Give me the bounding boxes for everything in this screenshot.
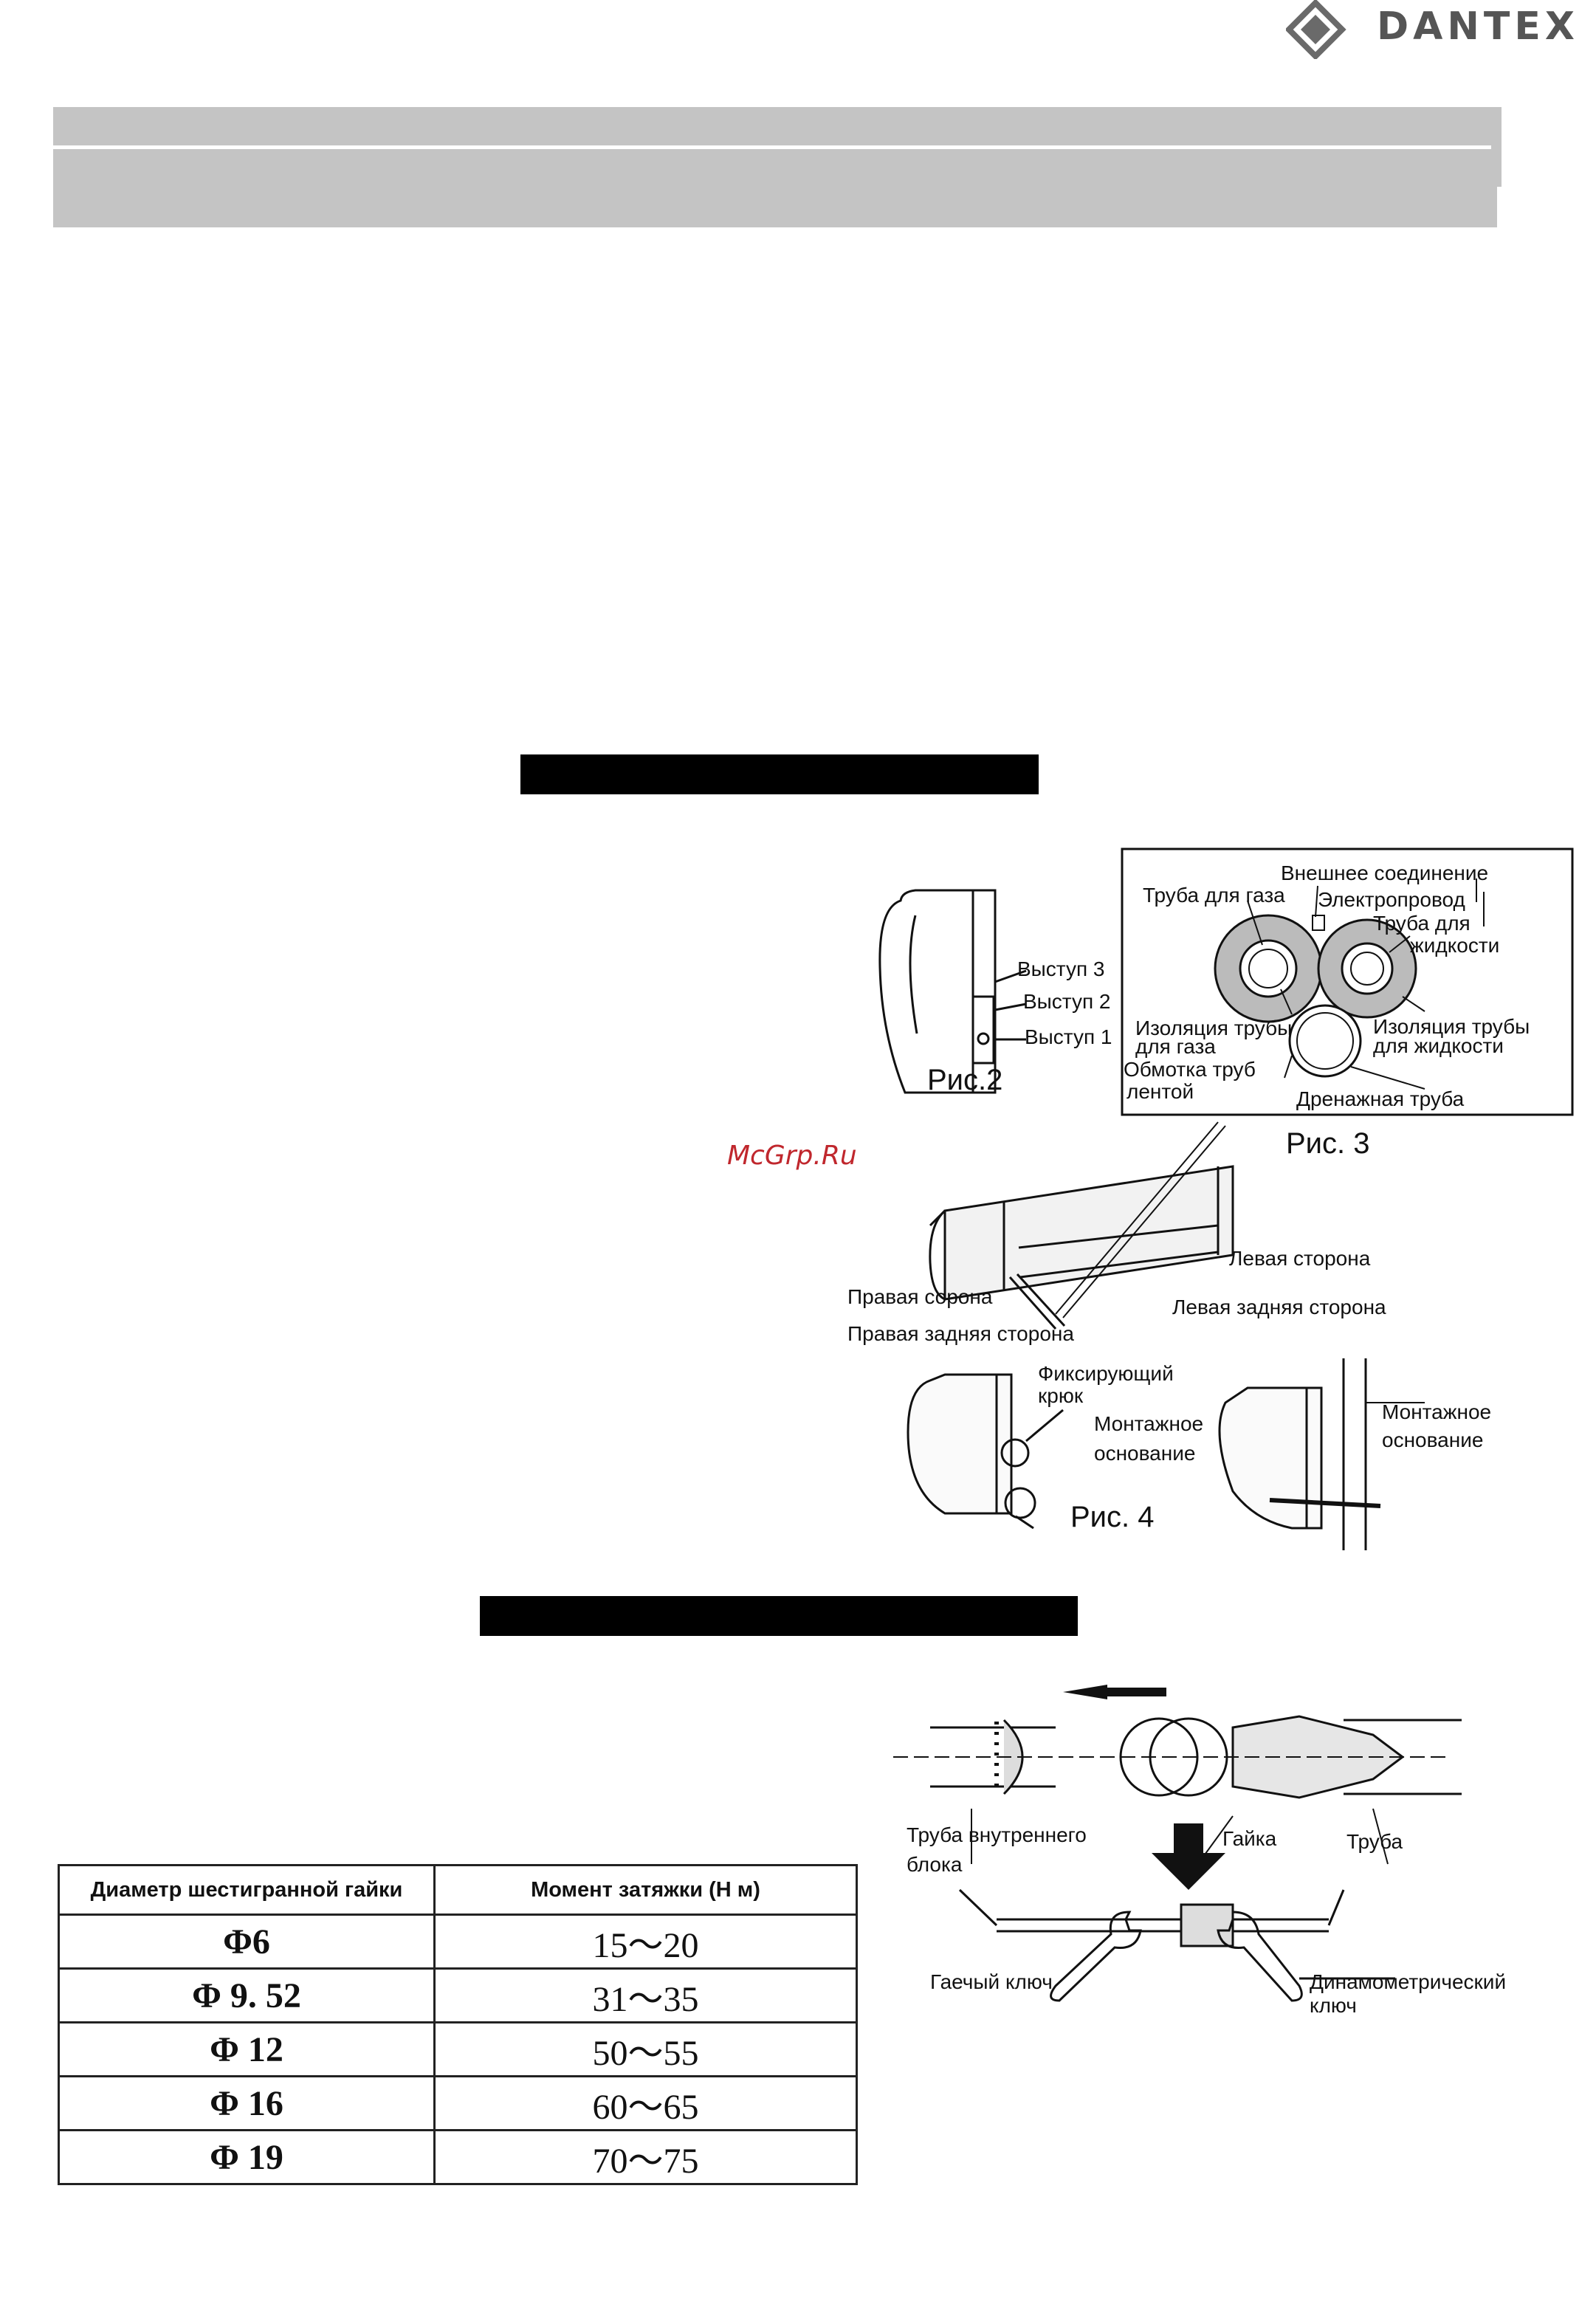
fig4-caption: Рис. 4: [1070, 1501, 1155, 1533]
fig2-label-2: Выступ 2: [1023, 990, 1110, 1013]
fig4-base-right-2: основание: [1382, 1428, 1483, 1451]
unit-right-rear-side: Правая задняя сторона: [847, 1322, 1074, 1345]
unit-right-side: Правая сорона: [847, 1285, 993, 1308]
fig3-leader-lines: [1247, 878, 1485, 1090]
fig2-unit-drawing: [878, 889, 1027, 1094]
fig2-caption: Рис.2: [927, 1064, 1002, 1096]
fig3-liquid-insulation-1: Изоляция трубы: [1373, 1015, 1530, 1038]
torque-header-torque: Момент затяжки (Н м): [433, 1864, 858, 1916]
diamond-logo-icon: [1286, 0, 1346, 59]
fig3-frame: [1121, 847, 1574, 1116]
diameter-cell: Φ 19: [58, 2129, 436, 2185]
diameter-cell: Φ6: [58, 1913, 436, 1970]
fig3-liquid-pipe-2: жидкости: [1410, 934, 1499, 957]
arrow-left-shaft: [1107, 1688, 1166, 1696]
brand-logo: [1286, 0, 1346, 59]
torque-header-diameter: Диаметр шестигранной гайки: [58, 1864, 436, 1916]
fig3-tape-2: лентой: [1127, 1080, 1194, 1103]
torque-cell: 31～35: [433, 1967, 858, 2023]
section-bar-1: [520, 754, 1039, 794]
brand-name: DANTEX: [1377, 4, 1580, 49]
header-band-bottom: [53, 149, 1497, 227]
fig5-indoor-pipe-1: Труба внутреннего: [907, 1823, 1087, 1846]
fig2-label-1: Выступ 3: [1017, 957, 1104, 980]
torque-cell: 15～20: [433, 1913, 858, 1970]
unit-rear-drawing: [929, 1121, 1234, 1330]
fig3-liquid-insulation-2: для жидкости: [1373, 1034, 1504, 1057]
table-row: Φ6 15～20: [58, 1913, 858, 1970]
table-row: Φ 16 60～65: [58, 2075, 858, 2131]
torque-cell: 60～65: [433, 2075, 858, 2131]
table-row: Φ 12 50～55: [58, 2021, 858, 2077]
fig4-left-unit-drawing: [907, 1373, 1064, 1530]
fig3-drain: Дренажная труба: [1296, 1087, 1465, 1110]
fig5-torque-wrench-1: Динамометрический: [1310, 1970, 1506, 1993]
diameter-cell: Φ 9. 52: [58, 1967, 436, 2023]
fig4-base-left-1: Монтажное: [1094, 1412, 1203, 1435]
header-band-tab: [1491, 145, 1502, 187]
arrow-left-icon: [1063, 1685, 1107, 1699]
table-row: Φ 9. 52 31～35: [58, 1967, 858, 2023]
fig3-gas-pipe: Труба для газа: [1143, 884, 1285, 907]
fig4-hook-2: крюк: [1038, 1384, 1084, 1407]
fig5-indoor-pipe-2: блока: [907, 1853, 963, 1876]
torque-table-header: Диаметр шестигранной гайки Момент затяжк…: [58, 1864, 858, 1916]
fig5-pipe: Труба: [1346, 1830, 1403, 1853]
torque-cell: 70～75: [433, 2129, 858, 2185]
flare-leader-lines: [971, 1808, 1389, 1865]
fig3-wiring: Электропровод: [1318, 888, 1465, 911]
torque-wrench-icon: [1217, 1911, 1395, 2002]
fig4-hook-1: Фиксирующий: [1038, 1362, 1174, 1385]
section-bar-2: [480, 1596, 1078, 1636]
fig4-base-right-1: Монтажное: [1382, 1400, 1491, 1423]
torque-cell: 50～55: [433, 2021, 858, 2077]
unit-left-side: Левая сторона: [1229, 1247, 1371, 1270]
table-row: Φ 19 70～75: [58, 2129, 858, 2185]
fig4-base-left-2: основание: [1094, 1442, 1195, 1465]
installation-figures: Выступ 3 Выступ 2 Выступ 1 Рис.2 Внешнее…: [847, 847, 1574, 1550]
flare-connection-figure: Труба внутреннего блока Гайка Труба Гаеч…: [893, 1685, 1506, 2017]
fig5-wrench: Гаечый ключ: [930, 1970, 1053, 1993]
fig3-liquid-pipe-1: Труба для: [1373, 912, 1471, 935]
fig3-tape-1: Обмотка труб: [1124, 1058, 1256, 1081]
torque-table: Диаметр шестигранной гайки Момент затяжк…: [58, 1864, 858, 2185]
unit-left-rear-side: Левая задняя сторона: [1172, 1296, 1386, 1318]
fig5-torque-wrench-2: ключ: [1310, 1994, 1357, 2017]
flare-top-drawing: [893, 1715, 1462, 1799]
fig4-right-unit-drawing: [1218, 1358, 1425, 1550]
arrow-down-icon: [1152, 1823, 1225, 1890]
fig3-gas-insulation-1: Изоляция трубы: [1135, 1017, 1292, 1039]
watermark: McGrp.Ru: [727, 1141, 857, 1171]
diameter-cell: Φ 16: [58, 2075, 436, 2131]
wrench-icon: [1050, 1911, 1142, 2002]
flare-bottom-drawing: [958, 1888, 1345, 1947]
fig2-label-3: Выступ 1: [1025, 1025, 1112, 1048]
fig3-pipe-section: [1214, 914, 1417, 1078]
diameter-cell: Φ 12: [58, 2021, 436, 2077]
fig3-caption: Рис. 3: [1286, 1127, 1370, 1160]
fig3-gas-insulation-2: для газа: [1135, 1035, 1216, 1058]
header-band-top: [53, 107, 1502, 145]
fig5-nut: Гайка: [1222, 1827, 1277, 1850]
fig3-external-connection: Внешнее соединение: [1281, 862, 1488, 884]
